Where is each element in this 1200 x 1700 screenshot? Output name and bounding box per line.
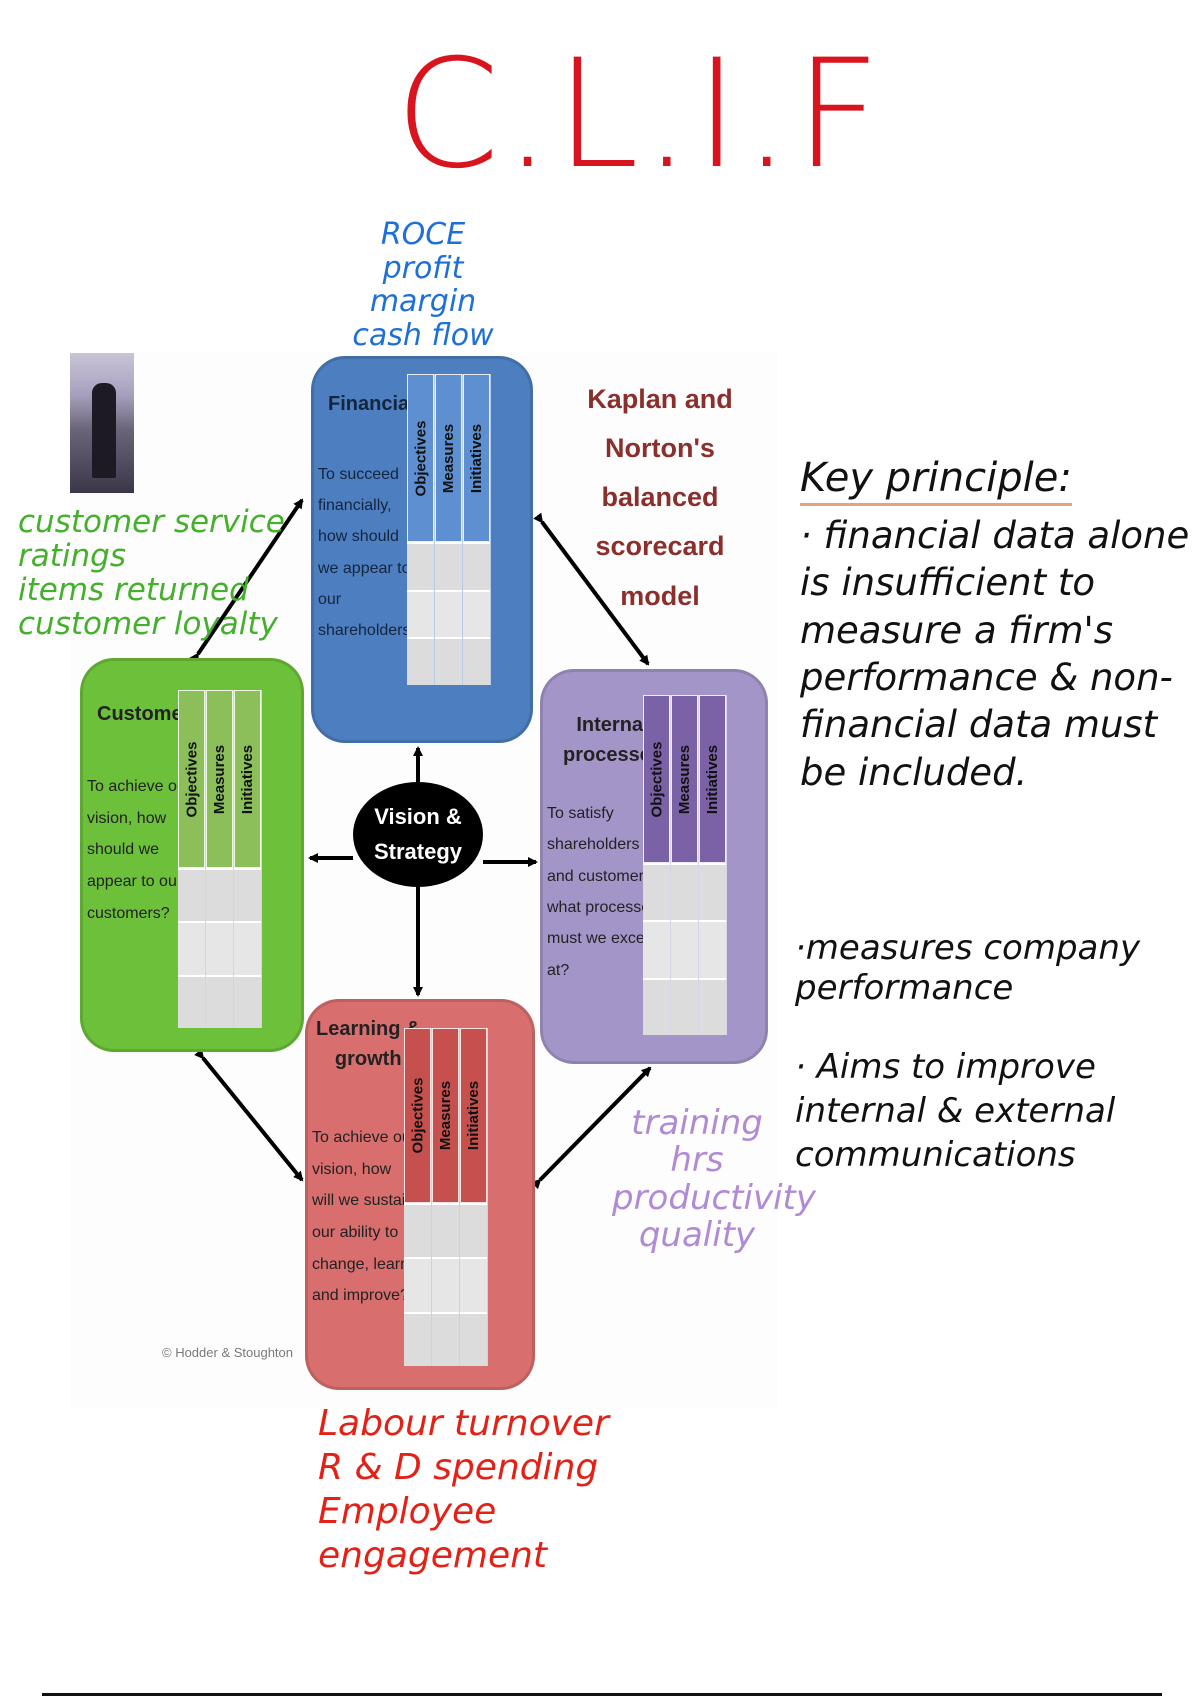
financial-question: To succeed financially, how should we ap… bbox=[318, 459, 419, 646]
column-header: Objectives bbox=[412, 420, 429, 496]
column-header: Initiatives bbox=[468, 423, 486, 493]
key-principle-notes: Key principle: · financial data alone is… bbox=[800, 455, 1190, 796]
vision-strategy-node: Vision & Strategy bbox=[353, 782, 483, 887]
column-header: Initiatives bbox=[704, 744, 722, 814]
model-title: Kaplan and Norton's balanced scorecard m… bbox=[565, 375, 755, 621]
question-line: change, learn bbox=[312, 1255, 409, 1273]
annotation-line: customer service ratings bbox=[18, 504, 285, 575]
arrow-customer-learning bbox=[194, 1048, 304, 1182]
annotation-line: training hrs bbox=[631, 1103, 763, 1181]
title-line: Learning & bbox=[316, 1018, 421, 1040]
question-line: our ability to bbox=[312, 1224, 399, 1242]
question-line: shareholders bbox=[547, 836, 640, 854]
question-line: will we sustain bbox=[312, 1192, 415, 1210]
column-header: Measures bbox=[211, 744, 228, 814]
question-line: appear to our bbox=[87, 873, 183, 891]
title-line: growth bbox=[334, 1048, 402, 1070]
question-line: what processes bbox=[547, 899, 659, 917]
title-line: processes bbox=[563, 744, 662, 766]
center-line: Strategy bbox=[373, 838, 463, 864]
annotation-line: items returned bbox=[18, 572, 249, 609]
key-principle-text: · financial data alone is insufficient t… bbox=[800, 514, 1190, 794]
question-line: our bbox=[318, 590, 342, 608]
arrow-customer-financial bbox=[189, 498, 304, 664]
learning-title: Learning & growth bbox=[316, 1014, 420, 1074]
bottom-divider bbox=[42, 1693, 1162, 1696]
question-line: To achieve our bbox=[312, 1129, 417, 1146]
question-line: should we bbox=[87, 841, 160, 859]
question-line: customers? bbox=[87, 904, 170, 922]
annotation-line: customer loyalty bbox=[18, 606, 278, 643]
annotation-line: ROCE bbox=[380, 217, 466, 252]
customer-title: Customer bbox=[97, 703, 191, 725]
question-line: vision, how bbox=[87, 809, 167, 827]
column-header: Measures bbox=[440, 423, 457, 493]
model-title-line: scorecard model bbox=[595, 531, 725, 611]
key-principle-heading: Key principle: bbox=[800, 455, 1072, 506]
internal-annotation: training hrs productivity quality bbox=[612, 1103, 816, 1256]
internal-question: To satisfy shareholders and customers, w… bbox=[547, 798, 658, 986]
question-line: To satisfy bbox=[547, 805, 614, 822]
annotation-line: quality bbox=[638, 1215, 756, 1256]
question-line: how should bbox=[318, 528, 399, 546]
question-line: must we excel bbox=[547, 930, 649, 948]
photo-thumbnail bbox=[70, 353, 134, 493]
model-title-line: Kaplan and bbox=[587, 384, 733, 414]
question-line: and improve? bbox=[312, 1287, 409, 1305]
question-line: financially, bbox=[318, 497, 392, 515]
annotation-line: R & D spending bbox=[318, 1446, 599, 1488]
annotation-line: profit margin bbox=[369, 250, 477, 320]
model-title-line: Norton's balanced bbox=[601, 433, 719, 513]
question-line: To achieve our bbox=[87, 778, 192, 795]
arrow-learning-internal bbox=[530, 1066, 652, 1190]
column-header: Measures bbox=[676, 744, 693, 814]
column-header: Objectives bbox=[409, 1077, 426, 1154]
question-line: at? bbox=[547, 961, 570, 979]
customer-table: Objectives Measures Initiatives bbox=[178, 690, 264, 1028]
question-line: we appear to bbox=[318, 559, 411, 577]
learning-question: To achieve our vision, how will we susta… bbox=[312, 1122, 416, 1312]
column-header: Measures bbox=[437, 1080, 454, 1151]
learning-annotation: Labour turnover R & D spending Employee … bbox=[318, 1402, 638, 1578]
customer-annotation: customer service ratings items returned … bbox=[18, 505, 288, 641]
financial-annotation: ROCE profit margin cash flow bbox=[338, 218, 508, 352]
title-line: Internal bbox=[576, 714, 649, 736]
learning-table: Objectives Measures Initiatives bbox=[404, 1028, 490, 1366]
column-header: Objectives bbox=[648, 741, 665, 817]
column-header: Initiatives bbox=[465, 1080, 483, 1151]
note-bullet: · Aims to improve internal & external co… bbox=[795, 1047, 1116, 1176]
financial-table: Objectives Measures Initiatives bbox=[407, 374, 493, 686]
customer-question: To achieve our vision, how should we app… bbox=[87, 771, 191, 929]
annotation-line: Employee engagement bbox=[318, 1490, 548, 1576]
question-line: vision, how bbox=[312, 1160, 392, 1178]
column-header: Objectives bbox=[183, 741, 200, 817]
center-line: Vision & bbox=[374, 804, 462, 830]
internal-table: Objectives Measures Initiatives bbox=[643, 695, 729, 1035]
question-line: To succeed bbox=[318, 466, 399, 483]
annotation-line: productivity bbox=[612, 1177, 816, 1218]
annotation-line: Labour turnover bbox=[318, 1403, 609, 1444]
column-header: Initiatives bbox=[239, 744, 257, 814]
annotation-line: cash flow bbox=[352, 317, 494, 353]
financial-title: Financial bbox=[328, 393, 415, 415]
copyright-text: © Hodder & Stoughton bbox=[162, 1345, 293, 1360]
internal-title: Internal processes bbox=[563, 710, 662, 770]
question-line: shareholders? bbox=[318, 621, 420, 639]
note-bullet: ·measures company performance bbox=[795, 928, 1141, 1008]
question-line: and customers, bbox=[547, 867, 657, 885]
arrow-financial-internal bbox=[533, 512, 650, 666]
